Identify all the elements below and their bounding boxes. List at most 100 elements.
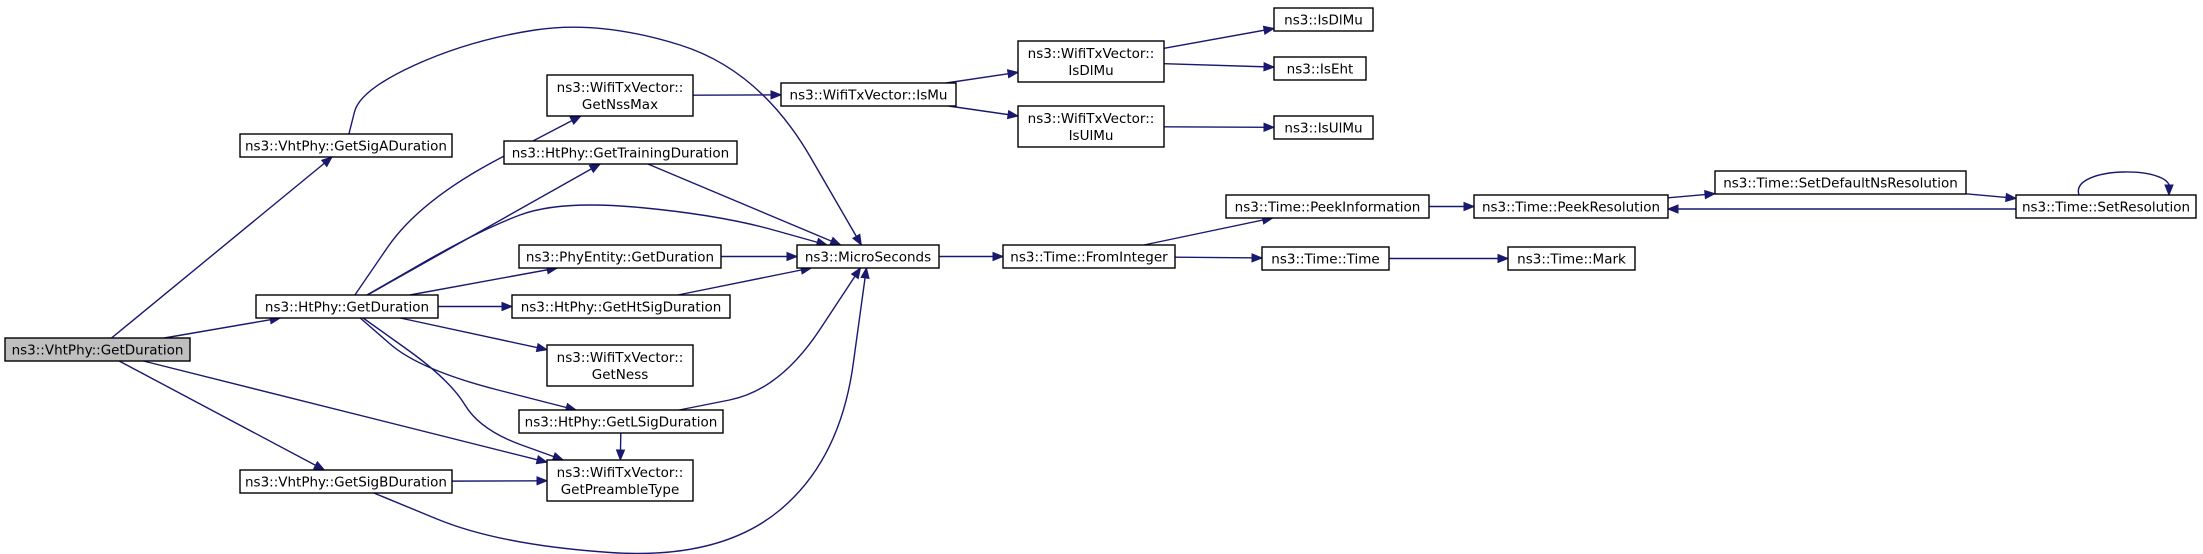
arrowhead — [1263, 122, 1276, 132]
node-label: ns3::VhtPhy::GetSigBDuration — [245, 475, 447, 491]
node-box — [503, 140, 738, 165]
edge-vht_get_sig_a_duration-to-micro_seconds — [348, 26, 863, 247]
node-box — [1273, 56, 1367, 81]
arrowhead — [2164, 184, 2174, 197]
node-time-peek-resolution[interactable]: ns3::Time::PeekResolution — [1473, 194, 1669, 219]
node-label: ns3::MicroSeconds — [805, 250, 931, 266]
node-wifitx-get-preamble-type[interactable]: ns3::WifiTxVector::GetPreambleType — [546, 459, 694, 502]
node-label: GetNess — [592, 367, 649, 383]
node-label: ns3::Time::SetResolution — [2022, 200, 2190, 216]
node-box — [1273, 115, 1374, 140]
node-box — [1473, 194, 1669, 219]
node-box — [518, 244, 722, 269]
node-is-ul-mu[interactable]: ns3::IsUlMu — [1273, 115, 1374, 140]
node-wifitx-is-dl-mu[interactable]: ns3::WifiTxVector::IsDlMu — [1017, 40, 1165, 83]
arrowhead — [1463, 201, 1476, 212]
arrowhead — [1006, 109, 1020, 120]
edge-vht_get_duration-to-vht_get_sig_a_duration — [111, 156, 334, 339]
node-box — [546, 459, 694, 502]
node-label: ns3::Time::PeekResolution — [1482, 200, 1660, 216]
node-ht-get-lsig-duration[interactable]: ns3::HtPhy::GetLSigDuration — [518, 409, 724, 434]
edge-wifitx_is_mu-to-wifitx_is_ul_mu — [948, 105, 1020, 120]
edge-micro_seconds-to-time_from_integer — [939, 251, 1005, 262]
node-label: ns3::WifiTxVector:: — [557, 80, 684, 96]
node-wifitx-is-mu[interactable]: ns3::WifiTxVector::IsMu — [780, 82, 957, 107]
node-label: ns3::HtPhy::GetTrainingDuration — [512, 146, 729, 162]
node-label: ns3::Time::Mark — [1517, 252, 1626, 268]
node-box — [4, 337, 191, 362]
arrowhead — [535, 455, 549, 465]
node-box — [546, 344, 694, 387]
arrowhead — [2005, 192, 2018, 203]
node-box — [239, 133, 453, 158]
node-time-mark[interactable]: ns3::Time::Mark — [1507, 246, 1636, 271]
node-is-eht[interactable]: ns3::IsEht — [1273, 56, 1367, 81]
edges-layer — [111, 25, 2174, 554]
node-label: ns3::Time::PeekInformation — [1235, 200, 1421, 216]
node-time-set-default-ns-resolution[interactable]: ns3::Time::SetDefaultNsResolution — [1714, 170, 1967, 195]
node-box — [1273, 7, 1374, 32]
arrowhead — [312, 460, 326, 471]
node-box — [239, 469, 453, 494]
edge-wifitx_is_dl_mu-to-is_dl_mu — [1163, 25, 1276, 50]
node-label: IsUlMu — [1069, 128, 1114, 144]
arrowhead — [536, 476, 549, 486]
edge-time_time-to-time_mark — [1389, 253, 1510, 264]
edge-time_set_default_ns_resolution-to-time_set_resolution — [1965, 192, 2018, 203]
node-time-set-resolution[interactable]: ns3::Time::SetResolution — [2015, 194, 2197, 219]
node-wifitx-get-nss-max[interactable]: ns3::WifiTxVector::GetNssMax — [546, 74, 694, 117]
node-label: ns3::WifiTxVector::IsMu — [790, 88, 948, 104]
arrowhead — [551, 451, 565, 461]
node-label: ns3::HtPhy::GetHtSigDuration — [521, 300, 722, 316]
node-box — [1017, 40, 1165, 83]
edge-ht_get_duration-to-ht_get_ht_sig_duration — [438, 301, 514, 312]
node-vht-get-sig-b-duration[interactable]: ns3::VhtPhy::GetSigBDuration — [239, 469, 453, 494]
node-time-time[interactable]: ns3::Time::Time — [1261, 246, 1390, 271]
edge-phyentity_get_duration-to-micro_seconds — [721, 251, 799, 262]
edge-time_peek_resolution-to-time_set_default_ns_resolution — [1667, 189, 1717, 200]
node-label: ns3::Time::SetDefaultNsResolution — [1723, 176, 1958, 192]
node-box — [546, 74, 694, 117]
node-label: ns3::IsUlMu — [1284, 121, 1362, 137]
edge-ht_get_duration-to-wifitx_get_ness — [400, 317, 549, 353]
node-label: IsDlMu — [1068, 63, 1113, 79]
node-box — [2015, 194, 2197, 219]
node-box — [1507, 246, 1636, 271]
node-label: ns3::WifiTxVector:: — [557, 465, 684, 481]
edge-ht_get_training_duration-to-micro_seconds — [647, 163, 842, 246]
node-vht-get-sig-a-duration[interactable]: ns3::VhtPhy::GetSigADuration — [239, 133, 453, 158]
edge-ht_get_duration-to-wifitx_get_preamble_type — [362, 317, 565, 461]
arrowhead — [615, 449, 626, 462]
node-ht-get-ht-sig-duration[interactable]: ns3::HtPhy::GetHtSigDuration — [511, 294, 731, 319]
node-label: ns3::HtPhy::GetLSigDuration — [525, 415, 718, 431]
node-micro-seconds[interactable]: ns3::MicroSeconds — [796, 244, 940, 269]
node-time-peek-information[interactable]: ns3::Time::PeekInformation — [1225, 194, 1430, 219]
node-ht-get-duration[interactable]: ns3::HtPhy::GetDuration — [255, 294, 439, 319]
edge-vht_get_duration-to-vht_get_sig_b_duration — [118, 360, 326, 471]
node-box — [1714, 170, 1967, 195]
node-wifitx-get-ness[interactable]: ns3::WifiTxVector::GetNess — [546, 344, 694, 387]
node-label: ns3::PhyEntity::GetDuration — [526, 250, 714, 266]
node-vht-get-duration[interactable]: ns3::VhtPhy::GetDuration — [4, 337, 191, 362]
node-box — [1225, 194, 1430, 219]
node-box — [1017, 105, 1165, 148]
node-label: ns3::IsEht — [1287, 62, 1354, 78]
arrowhead — [1262, 25, 1276, 35]
arrowhead — [1497, 253, 1510, 264]
node-label: GetNssMax — [582, 97, 658, 113]
arrowhead — [320, 156, 334, 168]
arrowhead — [992, 251, 1005, 262]
arrowhead — [786, 251, 799, 262]
node-ht-get-training-duration[interactable]: ns3::HtPhy::GetTrainingDuration — [503, 140, 738, 165]
arrowhead — [1704, 189, 1717, 200]
node-phyentity-get-duration[interactable]: ns3::PhyEntity::GetDuration — [518, 244, 722, 269]
node-label: ns3::Time::FromInteger — [1010, 250, 1168, 266]
node-label: ns3::VhtPhy::GetDuration — [12, 343, 184, 359]
node-wifitx-is-ul-mu[interactable]: ns3::WifiTxVector::IsUlMu — [1017, 105, 1165, 148]
node-time-from-integer[interactable]: ns3::Time::FromInteger — [1002, 244, 1176, 269]
node-box — [1002, 244, 1176, 269]
node-label: ns3::WifiTxVector:: — [1028, 46, 1155, 62]
node-is-dl-mu[interactable]: ns3::IsDlMu — [1273, 7, 1374, 32]
arrowhead — [829, 236, 842, 246]
